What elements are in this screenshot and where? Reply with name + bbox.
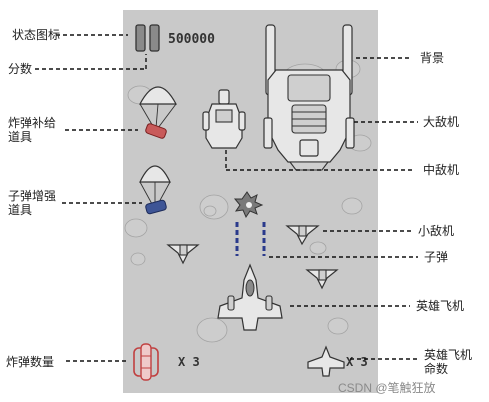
label-big-enemy: 大敌机 [423,114,459,129]
bullet-supply-icon [139,165,171,215]
watermark: CSDN @笔触狂放 [338,380,436,395]
label-hero: 英雄飞机 [416,298,464,313]
label-middle-enemy: 中敌机 [423,162,459,177]
hero-lives-icon [307,345,345,377]
lives-count-value: X 3 [346,355,368,369]
label-bullet: 子弹 [424,250,448,264]
small-enemy-plane-icon [285,225,320,246]
label-score: 分数 [8,61,32,76]
explosion-icon [233,191,264,219]
label-bomb-count: 炸弹数量 [6,354,54,369]
label-status-icon: 状态图标 [12,28,60,42]
label-small-enemy: 小敌机 [418,223,454,238]
label-bomb-supply: 炸弹补给道具 [8,116,56,144]
bomb-icon [133,343,159,381]
bomb-supply-icon [139,86,177,139]
leader-lines [35,34,420,362]
label-background: 背景 [420,51,444,65]
big-enemy-plane-icon [263,24,355,171]
bomb-count-value: X 3 [178,355,200,369]
score-value: 500000 [168,32,215,47]
pause-icon[interactable] [135,24,160,52]
small-enemy-plane-icon [166,244,200,265]
hero-plane-icon [217,263,283,331]
bullets-icon [235,222,266,256]
small-enemy-plane-icon [305,269,339,290]
label-bullet-supply: 子弹增强道具 [8,189,56,217]
label-hero-lives: 英雄飞机命数 [424,347,472,376]
middle-enemy-plane-icon [202,89,246,149]
